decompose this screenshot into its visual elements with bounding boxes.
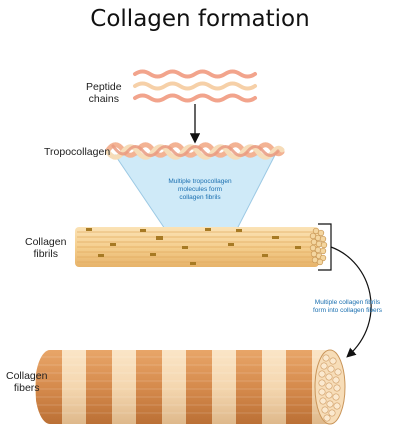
collagen-fibrils-bundle [75,227,328,267]
label-collagen-fibers: Collagen fibers [6,370,47,394]
arrow-to-fibers [330,246,372,358]
label-collagen-fibrils-line1: Collagen [25,236,67,248]
peptide-chains [133,69,257,103]
label-collagen-fibrils: Collagen fibrils [25,236,66,260]
page-title: Collagen formation [90,6,310,32]
note-tropo-line1: Multiple tropocollagen [168,178,232,185]
note-fibrils-line1: Multiple collagen fibrils [314,299,381,306]
collagen-fibers-cylinder [35,349,346,425]
label-peptide-chains-line1: Peptide [86,81,122,93]
label-collagen-fibers-line2: fibers [13,382,40,394]
note-tropo-line3: collagen fibrils [179,194,221,201]
note-tropocollagen: Multiple tropocollagen molecules form co… [150,178,250,202]
note-fibrils-line2: form into collagen fibers [312,307,382,314]
label-collagen-fibers-line1: Collagen [6,370,48,382]
label-collagen-fibrils-line2: fibrils [33,248,58,260]
label-tropocollagen: Tropocollagen [44,146,111,158]
note-tropo-line2: molecules form [177,186,223,193]
tropocollagen-helix [105,142,285,160]
note-fibrils: Multiple collagen fibrils form into coll… [300,299,395,315]
label-peptide-chains-line2: chains [88,93,119,105]
label-peptide-chains: Peptide chains [86,81,122,105]
